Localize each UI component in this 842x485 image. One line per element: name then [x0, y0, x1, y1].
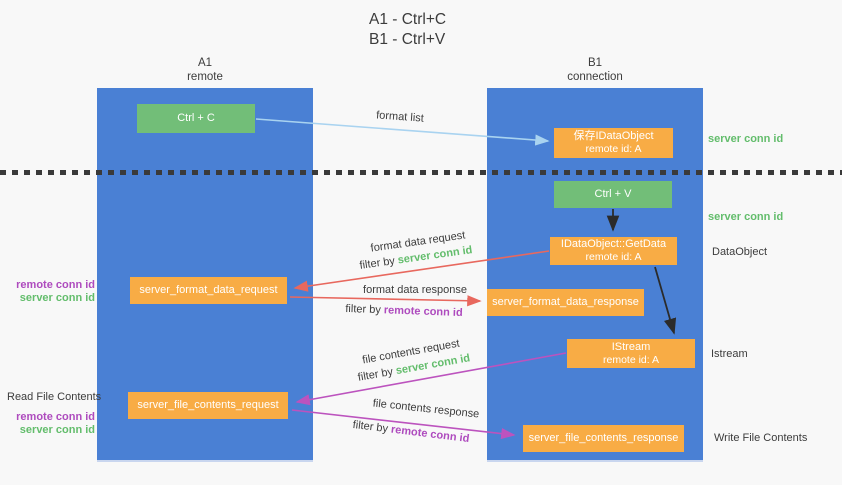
label-write-file-contents: Write File Contents	[714, 432, 808, 444]
box-istream-line1: IStream	[611, 340, 651, 353]
box-istream-line2: remote id: A	[602, 353, 660, 366]
column-a1-header: A1 remote	[97, 56, 313, 84]
session-divider-line	[0, 170, 842, 175]
label-right-server-conn-id-mid: server conn id	[708, 211, 784, 223]
arrow-format-data-request	[293, 250, 550, 292]
column-b1-header: B1 connection	[487, 56, 703, 84]
column-a1-subtitle: remote	[187, 71, 223, 83]
left-conn-id-stack-bottom: remote conn id server conn id	[0, 411, 95, 436]
box-server-format-data-request: server_format_data_request	[130, 277, 287, 304]
box-save-idataobject: 保存IDataObject remote id: A	[554, 128, 673, 158]
box-server-format-data-response: server_format_data_response	[487, 289, 644, 316]
label-left-server-conn-id-top: server conn id	[19, 291, 95, 304]
diagram-title: A1 - Ctrl+C B1 - Ctrl+V	[369, 10, 446, 50]
box-save-idataobject-line1: 保存IDataObject	[573, 130, 654, 142]
box-server-format-data-response-label: server_format_data_response	[492, 296, 639, 308]
box-server-file-contents-response-label: server_file_contents_response	[528, 432, 679, 444]
label-left-remote-conn-id-bottom: remote conn id	[16, 411, 95, 423]
label-left-server-conn-id-bottom: server conn id	[19, 423, 95, 436]
label-dataobject: DataObject	[712, 246, 768, 258]
label-left-remote-conn-id-top: remote conn id	[16, 279, 95, 291]
arrow-format-data-response	[289, 295, 482, 307]
label-istream: Istream	[711, 348, 748, 360]
box-server-file-contents-request-label: server_file_contents_request	[137, 399, 279, 411]
label-format-data-response: format data response	[363, 284, 467, 296]
arrow-file-contents-request	[295, 352, 567, 406]
label-right-server-conn-id-top: server conn id	[708, 133, 784, 145]
box-istream: IStream remote id: A	[567, 339, 695, 368]
box-ctrl-c: Ctrl + C	[137, 104, 255, 133]
box-idataobject-getdata: IDataObject::GetData remote id: A	[550, 237, 677, 265]
box-idataobject-getdata-line1: IDataObject::GetData	[560, 238, 667, 250]
box-ctrl-c-label: Ctrl + C	[177, 112, 215, 124]
arrow-format-list	[255, 118, 550, 146]
box-ctrl-v-label: Ctrl + V	[594, 188, 632, 200]
title-line-a1: A1 - Ctrl+C	[369, 11, 447, 28]
column-a1-name: A1	[197, 57, 213, 69]
box-save-idataobject-line2: remote id: A	[585, 143, 642, 155]
box-idataobject-getdata-line2: remote id: A	[585, 251, 642, 263]
filter-by-text: filter by	[345, 302, 385, 317]
title-line-b1: B1 - Ctrl+V	[369, 31, 446, 48]
column-b1-subtitle: connection	[567, 71, 623, 83]
box-server-format-data-request-label: server_format_data_request	[139, 284, 278, 296]
box-server-file-contents-request: server_file_contents_request	[128, 392, 288, 419]
arrow-file-contents-response	[291, 409, 516, 440]
column-b1-name: B1	[587, 57, 603, 69]
label-read-file-contents: Read File Contents	[7, 391, 102, 403]
box-server-file-contents-response: server_file_contents_response	[523, 425, 684, 452]
left-conn-id-stack-top: remote conn id server conn id	[0, 279, 95, 304]
box-ctrl-v: Ctrl + V	[554, 181, 672, 208]
arrow-getdata-to-istream	[654, 266, 677, 335]
